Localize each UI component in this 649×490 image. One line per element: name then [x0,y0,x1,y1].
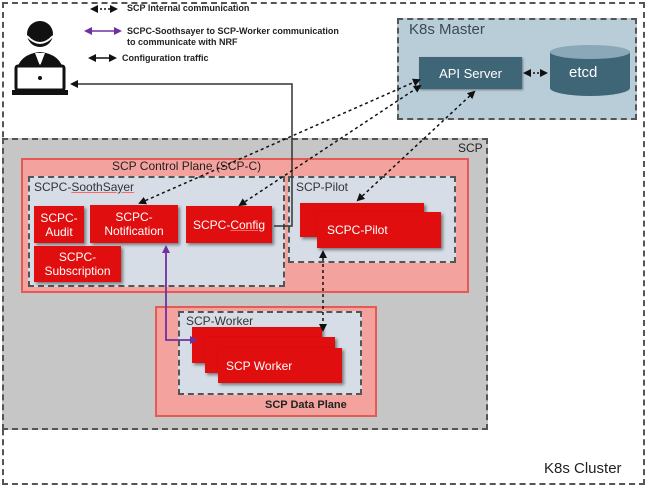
scpc-config-box: SCPC-Config [186,206,272,243]
legend-config-text: Configuration traffic [122,53,209,63]
etcd-database-icon: etcd [549,44,631,98]
legend-internal-text: SCP Internal communication [127,3,250,13]
scpc-pilot-label: SCPC-Pilot [327,223,388,237]
k8s-cluster-label: K8s Cluster [544,460,622,477]
api-server-label: API Server [439,65,502,81]
scp-worker-group-title: SCP-Worker [186,314,254,328]
scpc-notification-box: SCPC-Notification [90,205,178,243]
scpc-pilot-box: SCPC-Pilot [317,212,441,248]
k8s-master-title: K8s Master [409,21,485,38]
scpc-subscription-box: SCPC-Subscription [34,246,121,282]
scp-region-title: SCP [458,141,483,155]
scpc-notification-label: SCPC-Notification [104,210,164,238]
etcd-label: etcd [569,64,598,81]
scp-pilot-group-title: SCP-Pilot [296,180,349,194]
soothsayer-title-prefix: SCPC- [34,180,72,194]
scp-worker-label: SCP Worker [226,358,293,373]
scpc-subscription-label: SCPC-Subscription [44,250,111,278]
scpc-audit-label: SCPC-Audit [40,210,78,239]
scpc-audit-box: SCPC-Audit [34,206,84,243]
soothsayer-group-title: SCPC-SoothSayer [34,180,134,194]
scpc-config-label: SCPC-Config [193,218,265,232]
scpc-config-prefix: SCPC- [192,217,231,232]
legend-nrf-text-line2: to communicate with NRF [127,37,238,47]
legend-nrf-text-line1: SCPC-Soothsayer to SCP-Worker communicat… [127,26,339,36]
control-plane-title: SCP Control Plane (SCP-C) [112,159,262,173]
scpc-config-name: Config [230,217,266,232]
soothsayer-title-name: SoothSayer [71,180,135,194]
scp-worker-box: SCP Worker [218,348,342,383]
api-server-box: API Server [419,57,522,89]
data-plane-title: SCP Data Plane [265,399,347,411]
user-laptop-icon [4,4,76,100]
